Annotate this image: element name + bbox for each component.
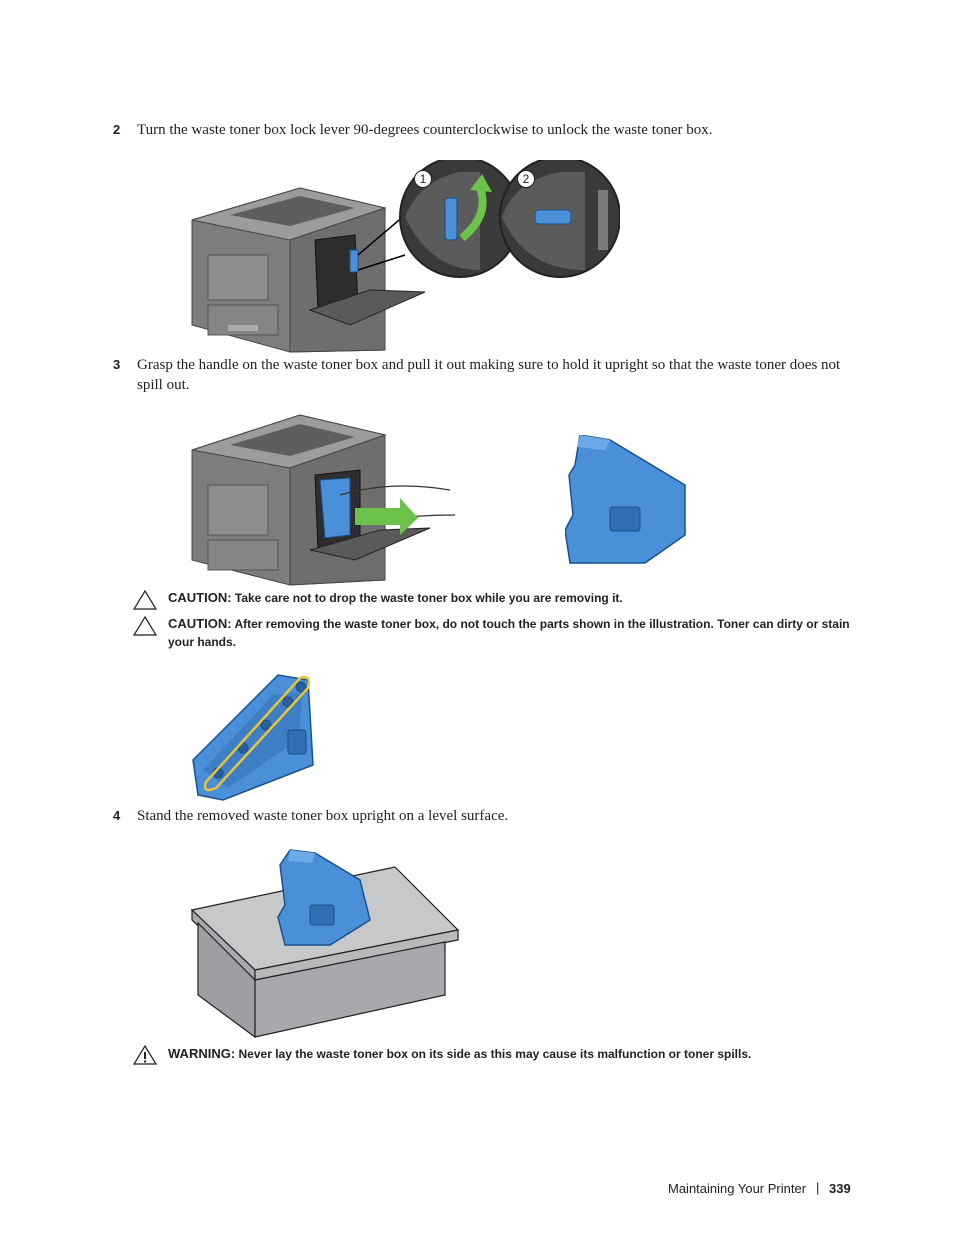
caution-notice-2: CAUTION: After removing the waste toner … xyxy=(168,615,858,651)
caution-keyword: CAUTION: xyxy=(168,590,232,605)
footer-section-title: Maintaining Your Printer xyxy=(668,1181,807,1196)
step-2-text: Turn the waste toner box lock lever 90-d… xyxy=(137,122,713,138)
caution-text: After removing the waste toner box, do n… xyxy=(168,617,850,649)
step-3-text: Grasp the handle on the waste toner box … xyxy=(137,357,841,393)
page-number: 339 xyxy=(829,1181,851,1196)
footer-separator: | xyxy=(816,1180,820,1195)
caution-triangle-icon xyxy=(133,590,157,610)
step-4-number: 4 xyxy=(113,808,121,823)
step-3-number: 3 xyxy=(113,357,121,372)
warning-notice: WARNING: Never lay the waste toner box o… xyxy=(168,1045,848,1063)
warning-triangle-icon xyxy=(133,1045,157,1065)
pull-out-toner-box-illustration xyxy=(190,410,460,590)
caution-keyword: CAUTION: xyxy=(168,616,232,631)
printer-lock-lever-illustration xyxy=(190,160,620,355)
warning-keyword: WARNING: xyxy=(168,1046,236,1061)
waste-toner-box-illustration xyxy=(565,435,690,565)
caution-triangle-icon xyxy=(133,616,157,636)
toner-box-on-table-illustration xyxy=(190,845,462,1045)
do-not-touch-parts-illustration xyxy=(188,670,323,805)
step-4-text: Stand the removed waste toner box uprigh… xyxy=(137,808,509,824)
step-2-number: 2 xyxy=(113,122,121,137)
callout-2: 2 xyxy=(517,170,535,188)
warning-text: Never lay the waste toner box on its sid… xyxy=(238,1047,752,1061)
caution-notice-1: CAUTION: Take care not to drop the waste… xyxy=(168,589,848,607)
caution-text: Take care not to drop the waste toner bo… xyxy=(234,591,623,605)
callout-1: 1 xyxy=(414,170,432,188)
